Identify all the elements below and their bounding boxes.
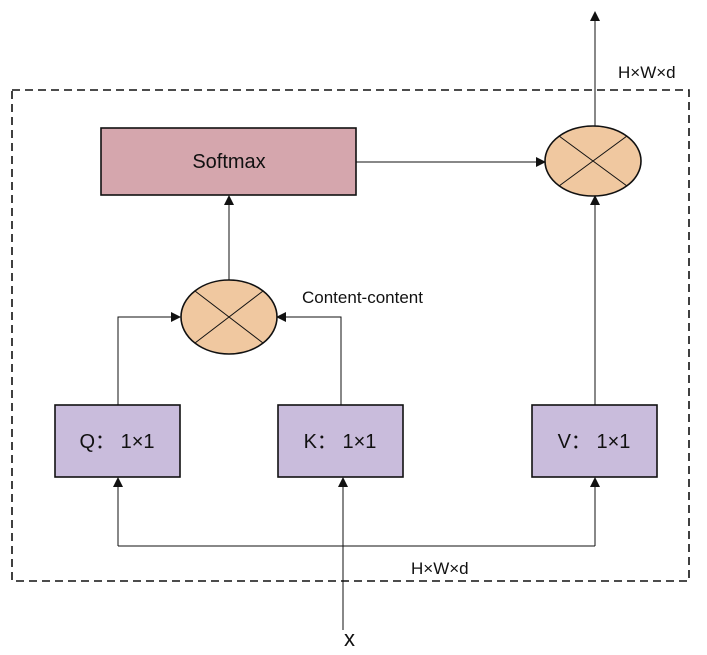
cross-line-d (558, 135, 628, 187)
v-block: V： 1×1 (531, 404, 658, 478)
v-label: V： 1×1 (558, 431, 631, 453)
output-multiply-node (544, 125, 642, 197)
q-block: Q： 1×1 (54, 404, 181, 478)
k-block: K： 1×1 (277, 404, 404, 478)
content-multiply-node (180, 279, 278, 355)
k-box (277, 404, 404, 478)
v-box (531, 404, 658, 478)
softmax-box (100, 127, 357, 196)
q-to-multiply-arrow (117, 312, 181, 405)
connectors (113, 11, 600, 630)
softmax-label: Softmax (192, 151, 265, 173)
bottom-dimension-label: H×W×d (411, 559, 469, 578)
k-label: K： 1×1 (304, 431, 377, 453)
q-label: Q： 1×1 (79, 431, 154, 453)
softmax-block: Softmax (100, 127, 357, 196)
content-content-label: Content-content (302, 288, 423, 307)
k-to-multiply-arrow (276, 312, 342, 405)
module-boundary (11, 89, 690, 582)
input-x-label: x (344, 626, 355, 651)
top-dimension-label: H×W×d (618, 63, 676, 82)
cross-line-b (194, 290, 264, 344)
q-box (54, 404, 181, 478)
